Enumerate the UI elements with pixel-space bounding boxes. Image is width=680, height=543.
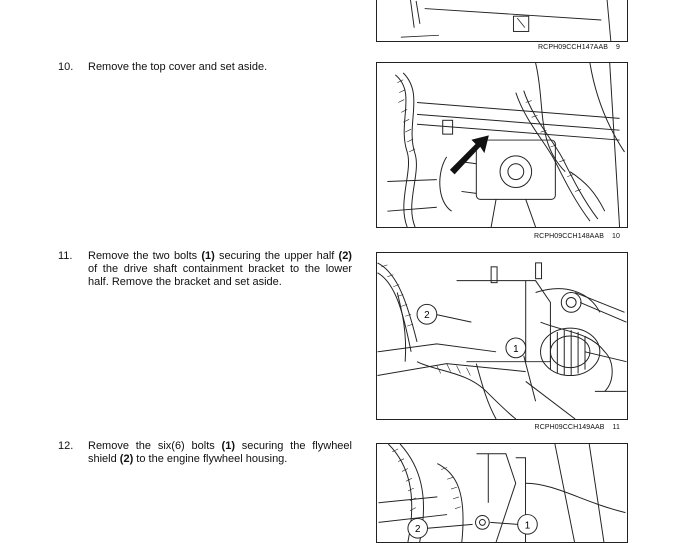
callout-1: 1 [513,344,519,355]
figure-9-illustration [376,0,628,42]
step-text: Remove the top cover and set aside. [88,61,268,73]
figure-number: 10 [612,233,620,240]
figure-code: RCPH09CCH147AAB [538,44,608,51]
engine-illustration-10 [387,63,625,227]
step-text: Remove the six(6) bolts (1) securing the… [88,440,352,465]
step-number: 12. [58,440,74,452]
engine-illustration-12: 2 1 [378,444,626,542]
step-number: 11. [58,250,73,262]
figure-code: RCPH09CCH148AAB [534,233,604,240]
step-text: Remove the two bolts (1) securing the up… [88,250,352,288]
engine-illustration-11: 2 1 [377,262,627,419]
step-12: 12. Remove the six(6) bolts (1) securing… [58,440,352,466]
figure-12-illustration: 2 1 [376,443,628,543]
engine-illustration-9 [400,0,612,41]
figure-code: RCPH09CCH149AAB [534,424,605,431]
step-10: 10. Remove the top cover and set aside. [58,61,352,74]
callout-2: 2 [424,310,430,321]
figure-9-caption: RCPH09CCH147AAB 9 [376,44,628,51]
figure-number: 9 [616,44,620,51]
callout-2: 2 [415,524,420,535]
figure-10-illustration [376,62,628,228]
figure-number: 11 [612,424,620,431]
callout-1: 1 [525,520,530,531]
step-number: 10. [58,61,74,73]
step-11: 11. Remove the two bolts (1) securing th… [58,250,352,289]
figure-11-caption: RCPH09CCH149AAB 11 [376,424,628,431]
figure-10-caption: RCPH09CCH148AAB 10 [376,233,628,240]
figure-11-illustration: 2 1 [376,252,628,420]
